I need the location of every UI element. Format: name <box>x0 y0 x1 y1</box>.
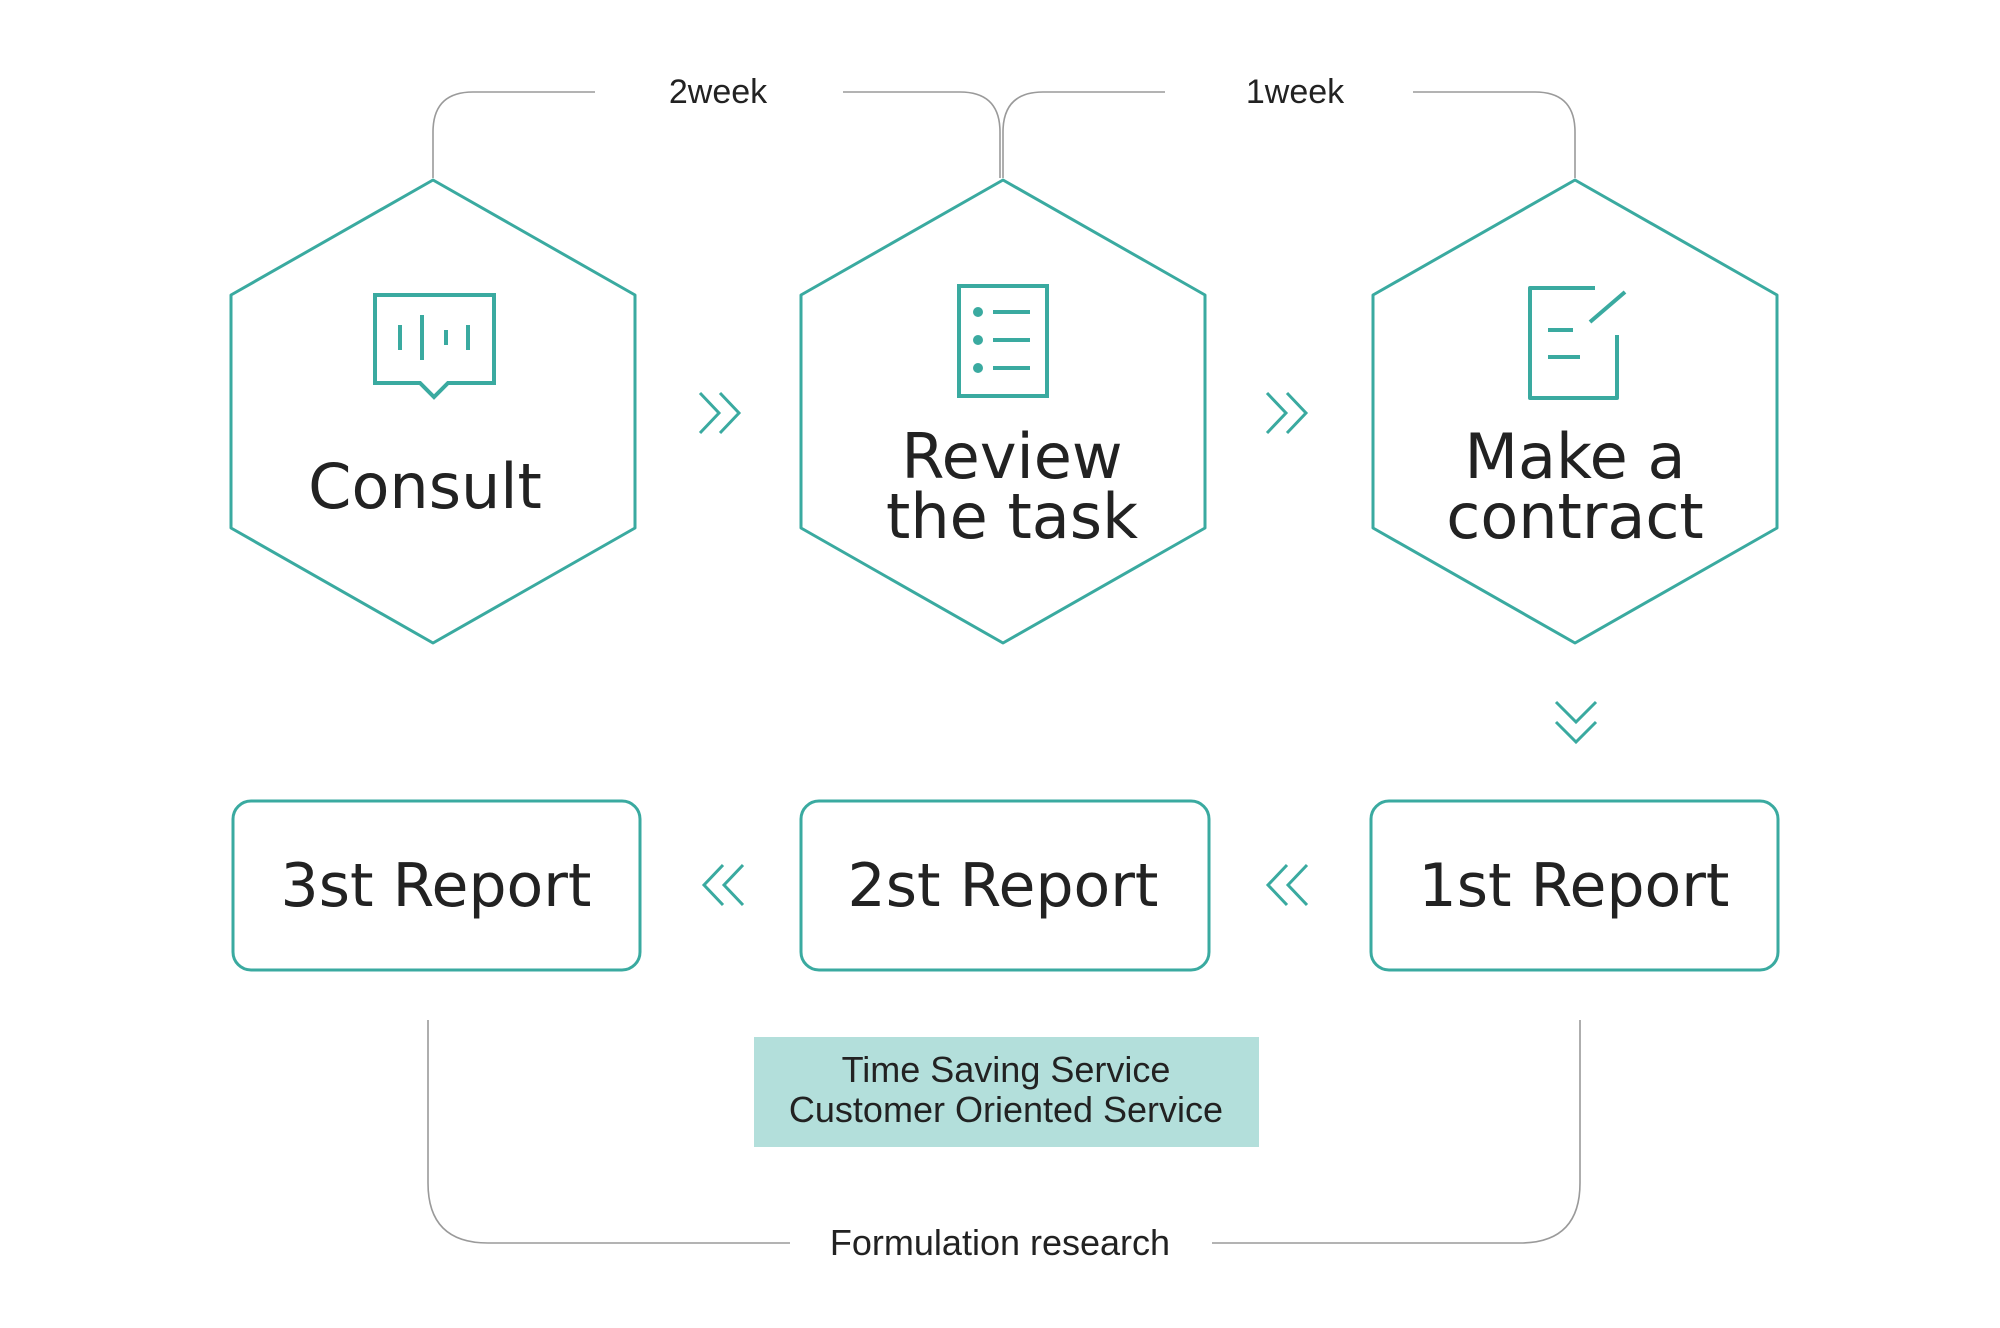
report-label: 1st Report <box>1419 851 1730 921</box>
report-label: 2st Report <box>848 851 1159 921</box>
step-review-task: Review the task <box>799 178 1207 645</box>
hexagon-outline <box>1371 178 1779 645</box>
report-box-second: 2st Report <box>799 799 1211 972</box>
service-note: Time Saving Service Customer Oriented Se… <box>754 1037 1259 1147</box>
report-box-third: 3st Report <box>231 799 642 972</box>
contract-edit-icon <box>1528 286 1627 400</box>
hexagon-outline <box>229 178 637 645</box>
step-label-line2: contract <box>1446 480 1704 553</box>
step-label-line1: Review <box>901 420 1122 493</box>
service-note-line1: Time Saving Service <box>842 1049 1171 1090</box>
step-make-contract: Make a contract <box>1371 178 1779 645</box>
timing-label-1week: 1week <box>1246 73 1345 111</box>
arrow-down <box>1554 700 1598 745</box>
research-bracket <box>427 1020 1581 1244</box>
checklist-icon <box>957 284 1049 398</box>
arrow-left-2 <box>701 863 745 907</box>
report-box-first: 1st Report <box>1369 799 1780 972</box>
step-consult: Consult <box>229 178 637 645</box>
report-label: 3st Report <box>281 851 592 921</box>
timing-bracket-2week <box>432 91 1001 178</box>
step-label-line1: Make a <box>1464 420 1685 493</box>
step-label-line2: the task <box>886 480 1138 553</box>
timing-label-2week: 2week <box>669 73 768 111</box>
research-label: Formulation research <box>830 1222 1170 1263</box>
arrow-right-1 <box>698 391 742 435</box>
hexagon-outline <box>799 178 1207 645</box>
step-label: Consult <box>308 450 542 523</box>
chat-bubble-icon <box>373 293 496 400</box>
service-note-line2: Customer Oriented Service <box>789 1089 1223 1130</box>
arrow-left-1 <box>1265 863 1309 907</box>
arrow-right-2 <box>1265 391 1309 435</box>
timing-bracket-1week <box>1002 91 1576 178</box>
